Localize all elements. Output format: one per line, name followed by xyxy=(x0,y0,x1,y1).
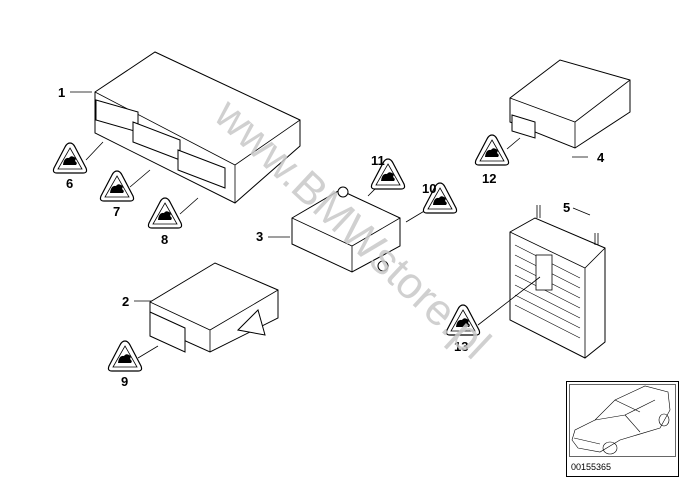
part-label-1: 1 xyxy=(58,85,65,100)
car-icon xyxy=(571,385,671,455)
part-2-module xyxy=(149,262,279,353)
esd-warning-triangle-icon xyxy=(147,197,183,229)
part-5-module xyxy=(509,205,606,359)
esd-warning-triangle-icon xyxy=(107,340,143,372)
part-label-2: 2 xyxy=(122,294,129,309)
part-label-12: 12 xyxy=(482,171,496,186)
part-label-6: 6 xyxy=(66,176,73,191)
part-label-7: 7 xyxy=(113,204,120,219)
part-4-module xyxy=(509,59,631,149)
part-1-control-module xyxy=(94,51,301,204)
part-3-module xyxy=(291,186,401,273)
part-label-10: 10 xyxy=(422,181,436,196)
image-code: 00155365 xyxy=(571,462,611,472)
esd-warning-triangle-icon xyxy=(52,142,88,174)
part-label-13: 13 xyxy=(454,339,468,354)
part-label-5: 5 xyxy=(563,200,570,215)
part-label-4: 4 xyxy=(597,150,605,165)
vehicle-thumbnail: 00155365 xyxy=(566,381,679,477)
part-label-9: 9 xyxy=(121,374,128,389)
esd-warning-triangle-icon xyxy=(99,170,135,202)
part-label-3: 3 xyxy=(256,229,263,244)
part-label-8: 8 xyxy=(161,232,168,247)
esd-warning-triangle-icon xyxy=(474,134,510,166)
part-label-11: 11 xyxy=(371,153,385,168)
